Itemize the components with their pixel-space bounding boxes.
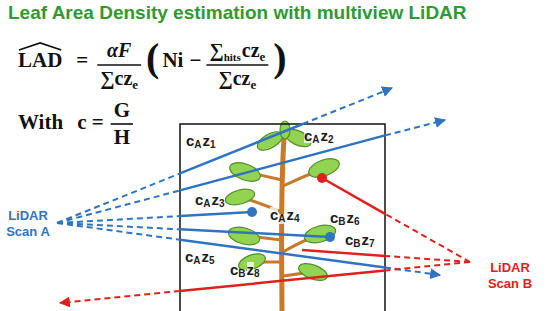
ray-dashed bbox=[57, 223, 180, 229]
hit-dot bbox=[247, 207, 257, 217]
ray-label: z bbox=[362, 232, 370, 247]
ray-solid bbox=[302, 250, 385, 256]
ray-solid bbox=[180, 135, 385, 190]
fraction-bar bbox=[206, 64, 268, 66]
formula-term: ( bbox=[146, 38, 159, 78]
ray-label: A bbox=[194, 140, 201, 150]
ray-label: c bbox=[186, 133, 194, 148]
ray-label: c bbox=[270, 207, 278, 222]
formula-term: = bbox=[76, 50, 88, 71]
formula-term: ∑ bbox=[209, 40, 223, 60]
formula-term: − bbox=[189, 50, 201, 71]
ray-label: B bbox=[338, 217, 345, 227]
ray-dashed bbox=[385, 262, 470, 271]
ray-dashed bbox=[57, 216, 180, 223]
ray-label: B bbox=[353, 239, 360, 249]
scanner-label: LiDAR Scan A bbox=[3, 208, 53, 241]
ray-label: A bbox=[193, 256, 200, 266]
ray-dashed bbox=[385, 268, 440, 276]
ray-label: A bbox=[278, 214, 285, 224]
ray-dashed bbox=[385, 256, 470, 262]
formula-term: ∑cz bbox=[218, 68, 250, 88]
ray-label: z bbox=[203, 133, 211, 148]
formula-term: cz bbox=[242, 40, 260, 60]
hit-dot bbox=[317, 173, 327, 183]
ray-label: z bbox=[202, 249, 210, 264]
ray-label: c bbox=[304, 128, 312, 143]
ray-label: A bbox=[312, 135, 319, 145]
ray-label: z bbox=[321, 128, 329, 143]
ray-solid bbox=[180, 229, 330, 237]
ray-dashed bbox=[57, 223, 180, 240]
title: Leaf Area Density estimation with multiv… bbox=[8, 3, 467, 24]
ray-solid bbox=[180, 212, 252, 216]
hit-dot bbox=[325, 232, 335, 242]
formula-term: ∑cz bbox=[100, 68, 132, 88]
ray-label: 7 bbox=[369, 239, 375, 249]
formula-term: e bbox=[132, 78, 138, 91]
ray-label: z bbox=[347, 210, 355, 225]
formula-term: H bbox=[114, 127, 130, 148]
ray-label: 8 bbox=[254, 269, 260, 279]
ray-label: c bbox=[330, 210, 338, 225]
formula-term: hits bbox=[224, 52, 241, 63]
ray-solid bbox=[322, 178, 385, 214]
voxel-box bbox=[180, 124, 385, 311]
ray-solid bbox=[180, 271, 385, 292]
formula-term: c = bbox=[77, 112, 104, 133]
ray-label: c bbox=[195, 192, 203, 207]
formula-term: Ni bbox=[162, 50, 183, 71]
ray-label: z bbox=[287, 207, 295, 222]
formula-term: G bbox=[114, 100, 130, 121]
ray-solid bbox=[180, 124, 303, 173]
formula-term: With bbox=[18, 112, 63, 133]
ray-label: 4 bbox=[294, 214, 300, 224]
ray-dashed bbox=[385, 120, 445, 135]
ray-label: 1 bbox=[210, 140, 216, 150]
ray-dashed bbox=[57, 173, 180, 223]
fraction-bar bbox=[97, 64, 141, 66]
formula-term: e bbox=[250, 78, 256, 91]
fraction-bar bbox=[111, 123, 133, 125]
leaf bbox=[297, 260, 330, 283]
leaf bbox=[224, 186, 257, 207]
ray-label: z bbox=[247, 262, 255, 277]
formula-term: e bbox=[260, 50, 266, 63]
ray-label: c bbox=[345, 232, 353, 247]
ray-label: B bbox=[238, 269, 245, 279]
ray-label: c bbox=[230, 262, 238, 277]
formula-term: αF bbox=[107, 40, 131, 60]
ray-label: 3 bbox=[219, 199, 225, 209]
ray-label: z bbox=[212, 192, 220, 207]
ray-label: c bbox=[185, 249, 193, 264]
ray-label: A bbox=[203, 199, 210, 209]
formula-term: LAD bbox=[18, 50, 62, 71]
ray-dashed bbox=[303, 88, 392, 124]
leaf bbox=[302, 222, 337, 246]
ray-label: 5 bbox=[209, 256, 215, 266]
estimate-hat bbox=[19, 43, 61, 50]
formula-term: ) bbox=[273, 38, 286, 78]
ray-label: 6 bbox=[354, 217, 360, 227]
ray-solid bbox=[180, 240, 385, 268]
ray-dashed bbox=[385, 214, 470, 262]
leaf bbox=[226, 224, 261, 248]
ray-label: 2 bbox=[328, 135, 334, 145]
ray-dashed bbox=[57, 190, 180, 223]
scanner-label: LiDAR Scan B bbox=[478, 260, 542, 293]
ray-dashed bbox=[60, 291, 180, 303]
